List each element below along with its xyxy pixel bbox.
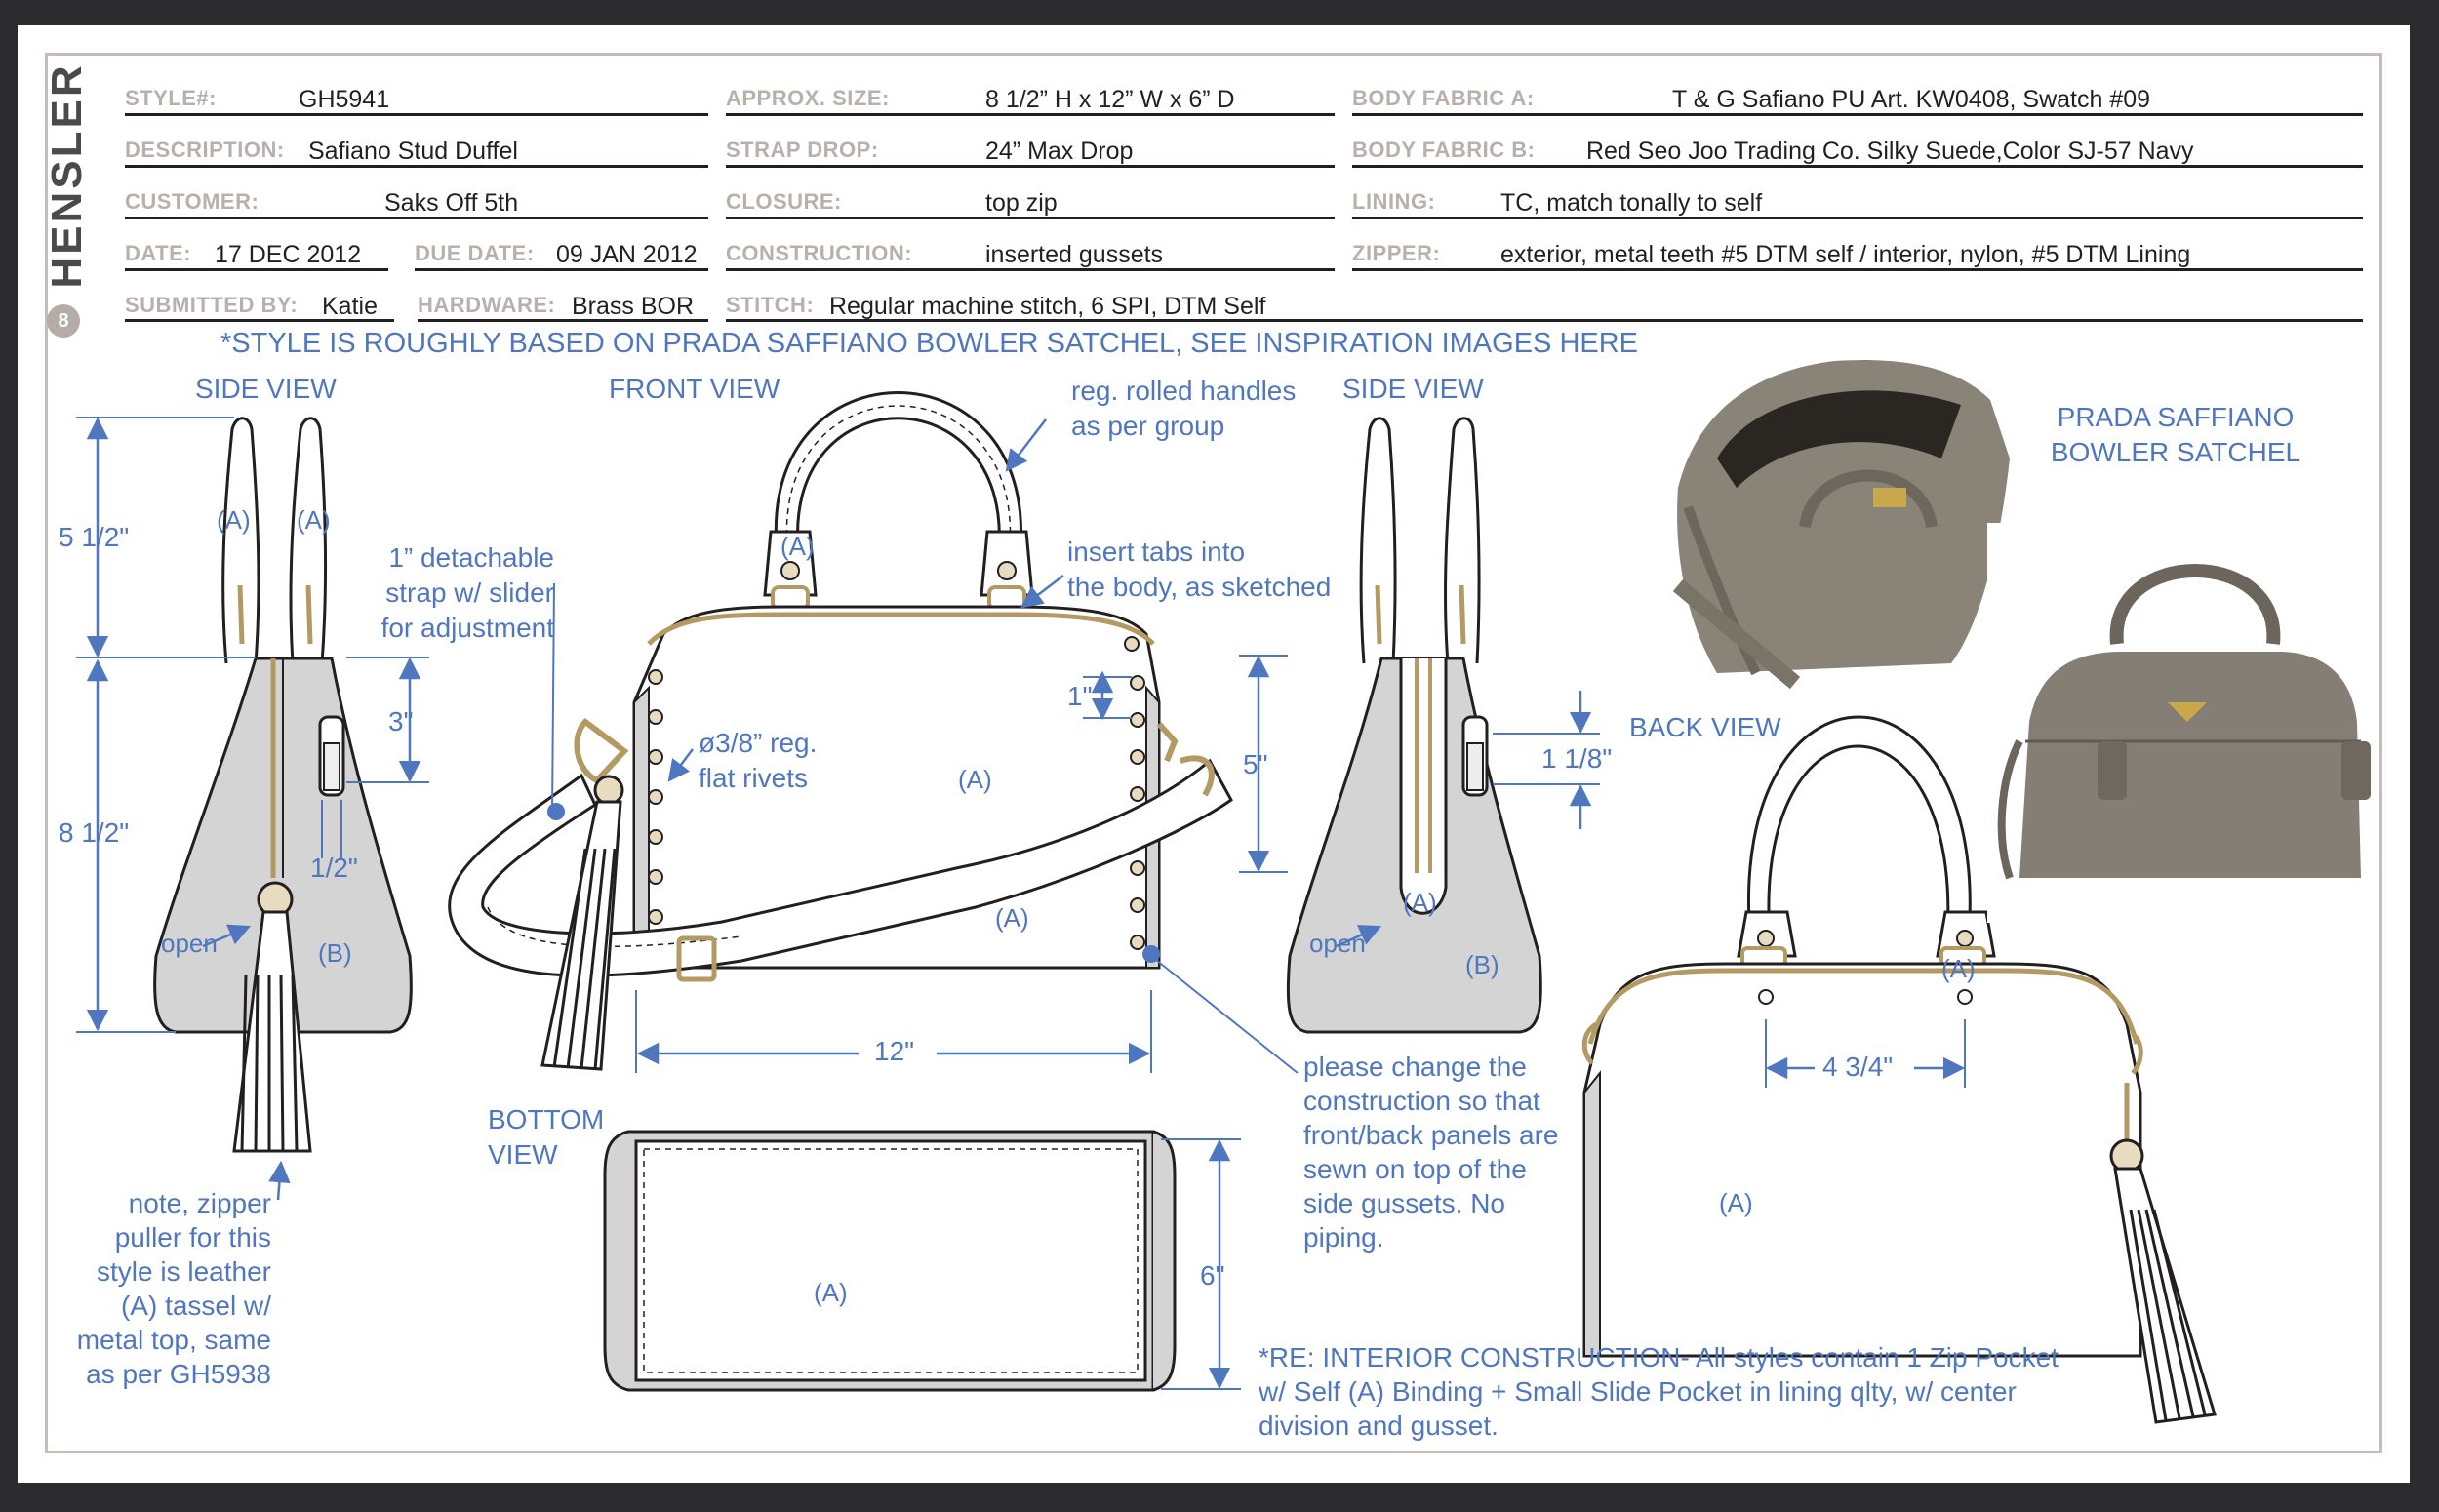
fabric-label-a: (A) [297, 505, 331, 535]
open-label: open [1309, 929, 1366, 958]
inspiration-note: *STYLE IS ROUGHLY BASED ON PRADA SAFFIAN… [220, 328, 1647, 359]
dim-handle-spacing: 4 3/4" [1822, 1052, 1894, 1082]
dim-width: 12" [874, 1036, 915, 1066]
dim-tab-height: 3" [388, 706, 414, 736]
header-rule [726, 319, 2363, 322]
fabric-label-a: (A) [1941, 954, 1976, 983]
note-zipper-puller: note, zipper puller for this style is le… [76, 1188, 271, 1389]
header-rule [726, 165, 1335, 168]
customer-value: Saks Off 5th [384, 189, 519, 217]
dim-side-height: 5" [1243, 749, 1268, 779]
customer-label: CUSTOMER: [125, 189, 260, 214]
sheet-frame [45, 53, 2382, 1453]
header-rule [125, 113, 708, 116]
front-view-drawing [448, 391, 1299, 1074]
body-fabric-a-label: BODY FABRIC A: [1352, 86, 1535, 110]
bottom-view-title: BOTTOM VIEW [488, 1104, 605, 1170]
date-value: 17 DEC 2012 [215, 241, 362, 268]
fabric-label-a: (A) [217, 505, 251, 535]
style-value: GH5941 [299, 86, 390, 113]
header-rule [125, 319, 394, 322]
bottom-view-drawing [603, 1130, 1241, 1392]
side-view-left-drawing [76, 417, 429, 1201]
hardware-label: HARDWARE: [418, 293, 556, 317]
inspiration-photo-open-bag [1637, 337, 2014, 705]
lining-label: LINING: [1352, 189, 1436, 214]
due-date-label: DUE DATE: [415, 241, 535, 265]
approx-size-value: 8 1/2” H x 12” W x 6” D [985, 86, 1235, 113]
submitted-by-value: Katie [322, 293, 378, 320]
stitch-value: Regular machine stitch, 6 SPI, DTM Self [829, 293, 1266, 320]
side-view-right-title: SIDE VIEW [1342, 374, 1484, 404]
hardware-value: Brass BOR [572, 293, 695, 320]
zipper-value: exterior, metal teeth #5 DTM self / inte… [1500, 241, 2191, 268]
dim-depth: 6" [1200, 1260, 1225, 1291]
description-value: Safiano Stud Duffel [308, 138, 518, 165]
note-construction: please change the construction so that f… [1303, 1052, 1559, 1253]
header-rule [125, 217, 708, 219]
dim-rivet-spacing: 1" [1067, 681, 1093, 711]
strap-drop-label: STRAP DROP: [726, 138, 879, 162]
fabric-label-a: (A) [1719, 1188, 1753, 1217]
style-label: STYLE#: [125, 86, 217, 110]
fabric-label-b: (B) [1465, 950, 1499, 979]
note-tabs: insert tabs into the body, as sketched [1067, 537, 1332, 602]
closure-value: top zip [985, 189, 1058, 217]
strap-drop-value: 24” Max Drop [985, 138, 1134, 165]
submitted-by-label: SUBMITTED BY: [125, 293, 299, 317]
inspiration-caption: PRADA SAFFIANO BOWLER SATCHEL [2050, 402, 2301, 467]
header-rule [1352, 217, 2363, 219]
header-rule [418, 319, 708, 322]
header-rule [125, 268, 388, 271]
header-rule [726, 217, 1335, 219]
fabric-label-a: (A) [814, 1278, 848, 1307]
side-view-left-title: SIDE VIEW [195, 374, 337, 404]
body-fabric-a-value: T & G Safiano PU Art. KW0408, Swatch #09 [1672, 86, 2151, 113]
fabric-label-a: (A) [995, 903, 1029, 933]
back-view-drawing [1581, 715, 2217, 1424]
closure-label: CLOSURE: [726, 189, 842, 214]
dim-tab-width: 1/2" [310, 853, 358, 883]
front-view-title: FRONT VIEW [609, 374, 780, 404]
header-rule [1352, 165, 2363, 168]
open-label: open [161, 929, 218, 958]
header-rule [1352, 113, 2363, 116]
note-interior-construction: *RE: INTERIOR CONSTRUCTION- All styles c… [1259, 1342, 2059, 1441]
fabric-label-a: (A) [1403, 888, 1437, 917]
dim-handle-height: 5 1/2" [59, 522, 130, 552]
fabric-label-a: (A) [780, 532, 815, 561]
inspiration-photo-closed-bag [1987, 523, 2374, 923]
construction-label: CONSTRUCTION: [726, 241, 913, 265]
brand-mark-icon: 8 [47, 304, 80, 338]
zipper-label: ZIPPER: [1352, 241, 1441, 265]
stitch-label: STITCH: [726, 293, 815, 317]
description-label: DESCRIPTION: [125, 138, 285, 162]
fabric-label-a: (A) [958, 765, 992, 794]
date-label: DATE: [125, 241, 192, 265]
note-strap: 1” detachable strap w/ slider for adjust… [380, 542, 554, 643]
lining-value: TC, match tonally to self [1500, 189, 1763, 217]
body-fabric-b-value: Red Seo Joo Trading Co. Silky Suede,Colo… [1586, 138, 2194, 165]
brand-logo: HENSLER 8 [43, 49, 91, 341]
header-rule [726, 268, 1335, 271]
dim-body-height: 8 1/2" [59, 817, 130, 848]
dim-side-tab: 1 1/8" [1541, 743, 1613, 774]
header-rule [415, 268, 708, 271]
note-rivets: ø3/8” reg. flat rivets [699, 728, 818, 793]
header-rule [125, 165, 708, 168]
construction-value: inserted gussets [985, 241, 1164, 268]
header-rule [1352, 268, 2363, 271]
header-rule [726, 113, 1335, 116]
body-fabric-b-label: BODY FABRIC B: [1352, 138, 1536, 162]
due-date-value: 09 JAN 2012 [556, 241, 698, 268]
note-handles: reg. rolled handles as per group [1071, 376, 1297, 441]
back-view-title: BACK VIEW [1629, 712, 1781, 742]
fabric-label-b: (B) [318, 938, 352, 968]
side-view-right-drawing [1286, 417, 1600, 1034]
approx-size-label: APPROX. SIZE: [726, 86, 890, 110]
